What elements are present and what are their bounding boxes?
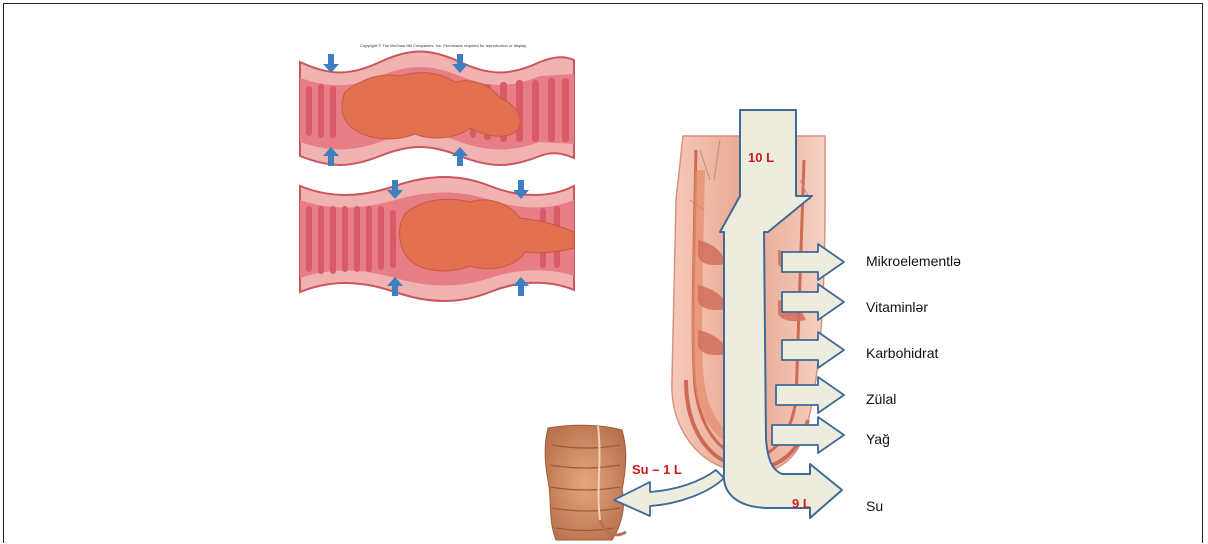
label-vitaminler: Vitaminlər [866, 299, 928, 315]
input-volume-label: 10 L [748, 150, 774, 165]
intestine-segment-bottom [300, 177, 574, 301]
colon-water-label: Su – 1 L [632, 462, 682, 477]
label-karbohidrat: Karbohidrat [866, 345, 938, 361]
label-yag: Yağ [866, 431, 890, 447]
output-volume-label: 9 L [792, 496, 811, 511]
label-zulal: Zülal [866, 391, 896, 407]
colon-illustration [545, 425, 626, 540]
label-su: Su [866, 498, 883, 514]
intestine-segment-top [300, 52, 574, 166]
label-mikroelementler: Mikroelementlə [866, 253, 961, 269]
copyright-note: Copyright © The McGraw-Hill Companies, I… [360, 43, 527, 48]
